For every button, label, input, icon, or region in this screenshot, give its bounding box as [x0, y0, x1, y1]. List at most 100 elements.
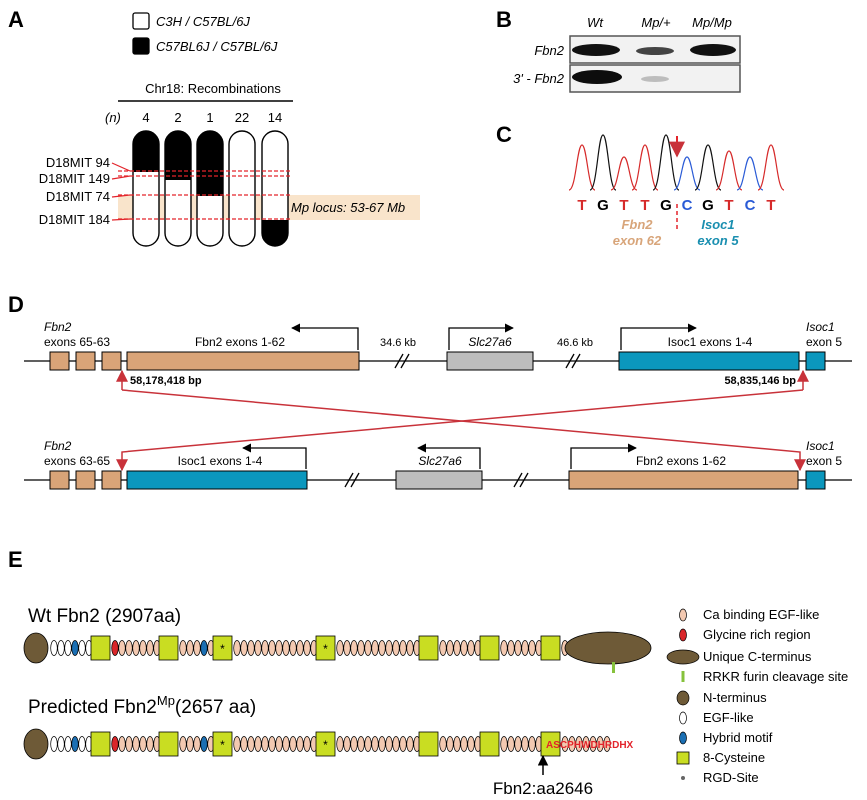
- cys8-domain: [158, 635, 179, 661]
- bottom-fbn2-exons-title: Fbn2: [44, 439, 72, 453]
- legend-egf-label: EGF-like: [703, 710, 754, 725]
- top-fbn2-exons-label: exons 65-63: [44, 335, 110, 349]
- base-call: C: [745, 197, 756, 214]
- ca-egf-domain: [603, 736, 611, 752]
- legend-label-c3h: C3H / C57BL/6J: [156, 14, 250, 29]
- ca-egf-domain: [385, 736, 393, 752]
- cys8-domain: [212, 731, 233, 757]
- ca-egf-domain: [186, 736, 194, 752]
- egf-like-domain: [64, 736, 72, 752]
- ca-egf-domain: [364, 736, 372, 752]
- panel-label-c: C: [496, 122, 512, 147]
- top-gap1-label: 34.6 kb: [380, 337, 416, 349]
- legend-ca-egf-label: Ca binding EGF-like: [703, 607, 819, 622]
- ca-egf-domain: [439, 736, 447, 752]
- ca-egf-domain: [357, 736, 365, 752]
- rgd-site-mark: *: [220, 642, 225, 656]
- legend-furin-swatch: [681, 671, 685, 682]
- ca-egf-domain: [406, 736, 414, 752]
- chromosome-col-1: [132, 130, 160, 247]
- ca-egf-domain: [179, 640, 187, 656]
- cys8-domain: [540, 731, 561, 757]
- ca-egf-domain: [289, 736, 297, 752]
- chromatogram-trace: [568, 134, 785, 191]
- ca-egf-domain: [282, 640, 290, 656]
- top-fbn2-main-label: Fbn2 exons 1-62: [195, 335, 285, 349]
- ca-egf-domain: [589, 736, 597, 752]
- marker-label-74: D18MIT 74: [46, 189, 110, 204]
- cys8-domain: [418, 731, 439, 757]
- egf-like-domain: [57, 640, 65, 656]
- rearrangement-arrow-isoc1: [116, 389, 804, 472]
- ca-egf-domain: [282, 736, 290, 752]
- n-count-2: 2: [174, 110, 181, 125]
- legend-cys8-label: 8-Cysteine: [703, 750, 765, 765]
- top-fbn2-exon-65: [49, 351, 70, 371]
- legend-ca-egf-swatch: [679, 608, 687, 622]
- legend-glycine-swatch: [679, 628, 687, 642]
- ca-egf-domain: [453, 736, 461, 752]
- panel-b: B Wt Mp/+ Mp/Mp Fbn2 3' - Fbn2: [496, 7, 741, 93]
- top-isoc1-main-block: [618, 351, 800, 371]
- panel-label-e: E: [8, 547, 23, 572]
- top-gap2-label: 46.6 kb: [557, 337, 593, 349]
- bottom-isoc1-exon-label: exon 5: [806, 454, 842, 468]
- panel-label-d: D: [8, 292, 24, 317]
- ca-egf-domain: [132, 736, 140, 752]
- bottom-slc27a6-block: [395, 470, 483, 490]
- base-call: T: [724, 197, 733, 214]
- chrom-outline: [261, 130, 289, 247]
- ca-egf-domain: [460, 736, 468, 752]
- hybrid-motif: [71, 736, 79, 752]
- leader-94: [111, 162, 131, 172]
- legend-furin-label: RRKR furin cleavage site: [703, 669, 848, 684]
- ca-egf-domain: [275, 640, 283, 656]
- n-label: (n): [105, 110, 121, 125]
- ca-egf-domain: [261, 736, 269, 752]
- ca-egf-domain: [186, 640, 194, 656]
- ca-egf-domain: [139, 640, 147, 656]
- n-terminus: [23, 728, 49, 760]
- panel-label-b: B: [496, 7, 512, 32]
- cys8-domain: [212, 635, 233, 661]
- ca-egf-domain: [399, 640, 407, 656]
- top-fbn2-direction-arrow: [291, 323, 359, 350]
- cys8-domain: [540, 635, 561, 661]
- ca-egf-domain: [521, 640, 529, 656]
- bottom-slc27a6-label: Slc27a6: [418, 454, 462, 468]
- ca-egf-domain: [364, 640, 372, 656]
- base-call: C: [682, 197, 693, 214]
- marker-label-94: D18MIT 94: [46, 155, 110, 170]
- chrom-black-segment: [133, 131, 159, 172]
- top-fbn2-exons-title: Fbn2: [44, 320, 72, 334]
- ca-egf-domain: [179, 736, 187, 752]
- cys8-domain: [315, 635, 336, 661]
- legend-cterm-label: Unique C-terminus: [703, 649, 812, 664]
- legend-rgd-swatch: [681, 776, 685, 780]
- hybrid-motif: [71, 640, 79, 656]
- base-call: T: [619, 197, 628, 214]
- ca-egf-domain: [446, 640, 454, 656]
- ca-egf-domain: [303, 736, 311, 752]
- n-count-5: 14: [268, 110, 282, 125]
- rgd-site-mark: *: [323, 642, 328, 656]
- bottom-fbn2-exon-65: [101, 470, 122, 490]
- ca-egf-domain: [139, 736, 147, 752]
- gel-col-mp-het: Mp/+: [641, 15, 671, 30]
- cys8-domain: [479, 635, 500, 661]
- ca-egf-domain: [596, 736, 604, 752]
- egf-like-domain: [50, 736, 58, 752]
- bottom-fbn2-direction-arrow: [570, 443, 637, 469]
- ca-egf-domain: [371, 640, 379, 656]
- ca-egf-domain: [240, 640, 248, 656]
- ca-egf-domain: [514, 736, 522, 752]
- gel-col-mp-hom: Mp/Mp: [692, 15, 732, 30]
- top-isoc1-direction-arrow: [620, 323, 697, 350]
- ca-egf-domain: [289, 640, 297, 656]
- panel-a: A C3H / C57BL/6J C57BL6J / C57BL/6J Chr1…: [8, 7, 420, 247]
- base-call: G: [597, 197, 609, 214]
- legend-hybrid-swatch: [679, 731, 687, 745]
- ca-egf-domain: [521, 736, 529, 752]
